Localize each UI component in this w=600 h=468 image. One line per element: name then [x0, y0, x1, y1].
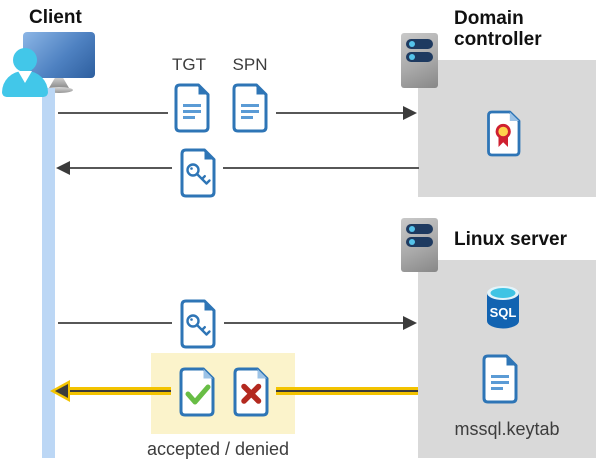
cross-document-icon [233, 367, 269, 417]
arrowhead-left-icon [56, 161, 70, 175]
arrow-client-to-dc [276, 112, 404, 114]
client-label: Client [29, 7, 82, 28]
monitor-stand-icon [49, 77, 69, 88]
arrow-client-to-dc [58, 112, 168, 114]
sql-label: SQL [490, 305, 517, 320]
user-head-icon [13, 48, 37, 72]
check-document-icon [179, 367, 215, 417]
server-slot-icon [406, 237, 433, 247]
user-collar-icon [18, 71, 32, 83]
keytab-document-icon [482, 354, 518, 404]
certificate-document-icon [487, 110, 521, 157]
server-led-icon [409, 41, 415, 47]
accepted-denied-label: accepted / denied [146, 439, 290, 459]
tgt-document-icon [174, 83, 210, 133]
yellow-arrowhead-icon [55, 384, 68, 398]
arrow-client-to-linux [224, 322, 404, 324]
arrowhead-right-icon [403, 106, 417, 120]
keytab-filename-label: mssql.keytab [454, 419, 560, 439]
domain-controller-label: Domain controller [454, 8, 542, 51]
key-document-icon [180, 148, 216, 198]
arrow-client-to-linux [58, 322, 172, 324]
spn-label: SPN [232, 55, 268, 74]
tgt-label: TGT [172, 55, 206, 74]
linux-server-rack-icon [401, 218, 438, 272]
server-slot-icon [406, 224, 433, 234]
arrow-dc-to-client [70, 167, 172, 169]
linux-server-label: Linux server [454, 229, 567, 250]
key-document-icon [180, 299, 216, 349]
spn-document-icon [232, 83, 268, 133]
server-led-icon [409, 239, 415, 245]
arrow-linux-to-client-highlighted [276, 387, 418, 395]
arrow-dc-to-client [223, 167, 419, 169]
sql-database-icon: SQL [487, 286, 519, 329]
arrow-linux-to-client-highlighted [68, 387, 171, 395]
domain-controller-server-icon [401, 33, 438, 88]
monitor-base-icon [45, 87, 73, 93]
arrowhead-right-icon [403, 316, 417, 330]
server-slot-icon [406, 39, 433, 49]
result-highlight-box [151, 353, 295, 434]
server-led-icon [409, 226, 415, 232]
client-lifeline [42, 88, 55, 458]
server-slot-icon [406, 52, 433, 62]
server-led-icon [409, 54, 415, 60]
